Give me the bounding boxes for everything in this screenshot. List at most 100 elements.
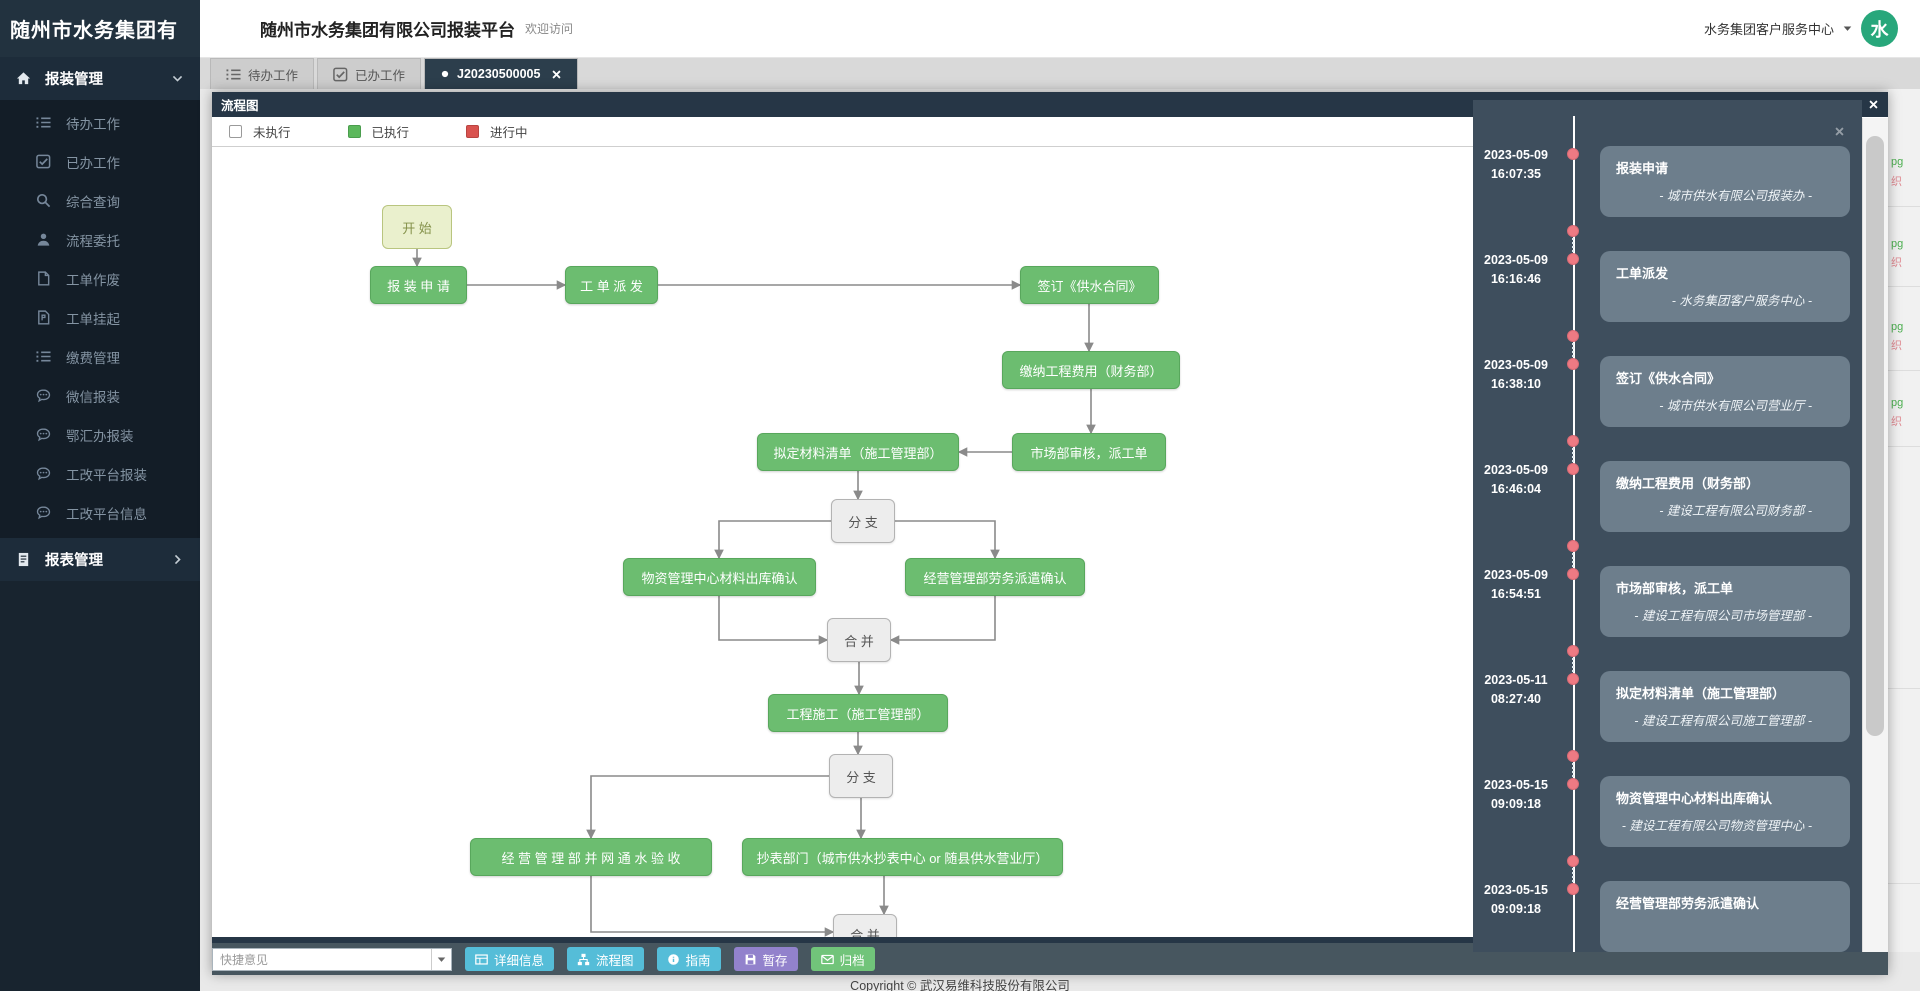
check-square-icon (36, 154, 52, 170)
timeline-dot (1567, 540, 1579, 552)
tab-label: J20230500005 (457, 67, 541, 81)
sidebar-item-label: 工单作废 (66, 272, 120, 288)
sidebar-item[interactable]: 缴费管理 (0, 337, 200, 376)
sidebar-item[interactable]: 鄂汇办报装 (0, 415, 200, 454)
legend-label: 未执行 (253, 126, 291, 140)
timeline-dot (1567, 855, 1579, 867)
scrollbar-thumb[interactable] (1866, 136, 1884, 736)
divider (1888, 286, 1920, 287)
sidebar-item[interactable]: 待办工作 (0, 103, 200, 142)
user-menu[interactable]: 水务集团客户服务中心 水 (1704, 10, 1898, 47)
sidebar-item-label: 综合查询 (66, 194, 120, 210)
tab-close-icon[interactable] (551, 69, 562, 80)
sidebar-item-label: 工改平台信息 (66, 506, 147, 522)
timeline-time: 16:54:51 (1490, 587, 1542, 601)
info-icon (667, 953, 680, 966)
sidebar-item[interactable]: 已办工作 (0, 142, 200, 181)
legend-swatch (229, 125, 242, 138)
toolbar-button-指南[interactable]: 指南 (656, 947, 721, 971)
avatar[interactable]: 水 (1861, 10, 1898, 47)
tab-J20230500005[interactable]: J20230500005 (424, 58, 579, 89)
timeline-time: 09:09:18 (1490, 902, 1542, 916)
timeline-dot (1567, 148, 1579, 160)
toolbar-button-label: 归档 (839, 953, 865, 968)
chevron-down-icon[interactable] (431, 948, 451, 970)
timeline-dot-column (1559, 750, 1600, 847)
flow-node-start: 开 始 (382, 205, 452, 249)
flow-node-n6: 拟定材料清单（施工管理部） (757, 433, 959, 471)
toolbar-button-流程图[interactable]: 流程图 (567, 947, 644, 971)
timeline-card: 市场部审核，派工单- 建设工程有限公司市场管理部 - (1600, 566, 1850, 637)
flow-icon (577, 953, 590, 966)
toolbar-button-详细信息[interactable]: 详细信息 (465, 947, 555, 971)
timeline-card-title: 签订《供水合同》 (1616, 371, 1721, 386)
legend-item: 已执行 (347, 122, 409, 141)
sidebar-item-label: 工改平台报装 (66, 467, 147, 483)
timeline-card-department: - 建设工程有限公司市场管理部 - (1634, 609, 1812, 623)
background-partial-text: pg (1891, 397, 1904, 409)
timeline-date: 2023-05-15 (1484, 778, 1548, 792)
sidebar-item[interactable]: 工单作废 (0, 259, 200, 298)
divider (1888, 370, 1920, 371)
sidebar-group-baobiao[interactable]: 报表管理 (0, 538, 200, 581)
toolbar-button-暂存[interactable]: 暂存 (733, 947, 798, 971)
footer-copyright: Copyright © 武汉易维科技股份有限公司 (850, 979, 1070, 991)
flow-node-n4: 缴纳工程费用（财务部） (1002, 351, 1180, 389)
sidebar-item[interactable]: 工单挂起 (0, 298, 200, 337)
legend-item: 进行中 (466, 122, 528, 141)
quick-opinion-select[interactable]: 快捷意见 (212, 947, 452, 971)
toolbar-button-归档[interactable]: 归档 (810, 947, 875, 971)
timeline-dot (1567, 463, 1579, 475)
tab-bar: 待办工作已办工作 J20230500005 (200, 57, 1920, 89)
modal-bottom-band (212, 937, 1888, 943)
comment-icon (36, 466, 52, 482)
timeline-time: 16:07:35 (1490, 167, 1542, 181)
toolbar-button-label: 指南 (685, 953, 711, 968)
timeline-card-title: 拟定材料清单（施工管理部） (1616, 686, 1786, 701)
sidebar-item[interactable]: 工改平台信息 (0, 493, 200, 532)
modal-scrollbar[interactable] (1862, 118, 1888, 952)
toolbar-button-label: 流程图 (596, 953, 634, 968)
flow-node-n5: 市场部审核，派工单 (1012, 433, 1166, 471)
sidebar-group-baozhuang[interactable]: 报装管理 (0, 57, 200, 100)
quick-opinion-placeholder: 快捷意见 (220, 952, 269, 967)
close-icon[interactable] (1868, 99, 1879, 110)
timeline-date: 2023-05-15 (1484, 883, 1548, 897)
timeline-dotted-connector (1572, 868, 1574, 882)
timeline-card: 拟定材料清单（施工管理部）- 建设工程有限公司施工管理部 - (1600, 671, 1850, 742)
sidebar-item[interactable]: 综合查询 (0, 181, 200, 220)
timeline-dot (1567, 673, 1579, 685)
sidebar-item[interactable]: 流程委托 (0, 220, 200, 259)
timeline-dot (1567, 568, 1579, 580)
tab-待办工作[interactable]: 待办工作 (210, 58, 315, 89)
sidebar-group-label: 报表管理 (45, 553, 103, 569)
tab-已办工作[interactable]: 已办工作 (317, 58, 422, 89)
background-partial-text: 织 (1891, 340, 1902, 352)
timeline-dot (1567, 435, 1579, 447)
sidebar: 随州市水务集团有 报装管理待办工作已办工作综合查询流程委托工单作废工单挂起缴费管… (0, 0, 200, 991)
modal-title: 流程图 (221, 99, 259, 113)
dot-icon (440, 69, 450, 79)
file-flag-icon (36, 310, 52, 326)
flow-edges (412, 249, 1096, 937)
timeline-card-department: - 城市供水有限公司报装办 - (1659, 189, 1812, 203)
sidebar-item[interactable]: 微信报装 (0, 376, 200, 415)
timeline-card-title: 缴纳工程费用（财务部） (1616, 476, 1760, 491)
timeline-dot (1567, 883, 1579, 895)
archive-icon (820, 953, 834, 966)
flow-node-g1: 分 支 (831, 499, 895, 543)
timeline-dot (1567, 778, 1579, 790)
flow-node-n11: 抄表部门（城市供水抄表中心 or 随县供水营业厅） (742, 838, 1063, 876)
sidebar-item[interactable]: 工改平台报装 (0, 454, 200, 493)
close-icon[interactable] (1834, 124, 1845, 142)
